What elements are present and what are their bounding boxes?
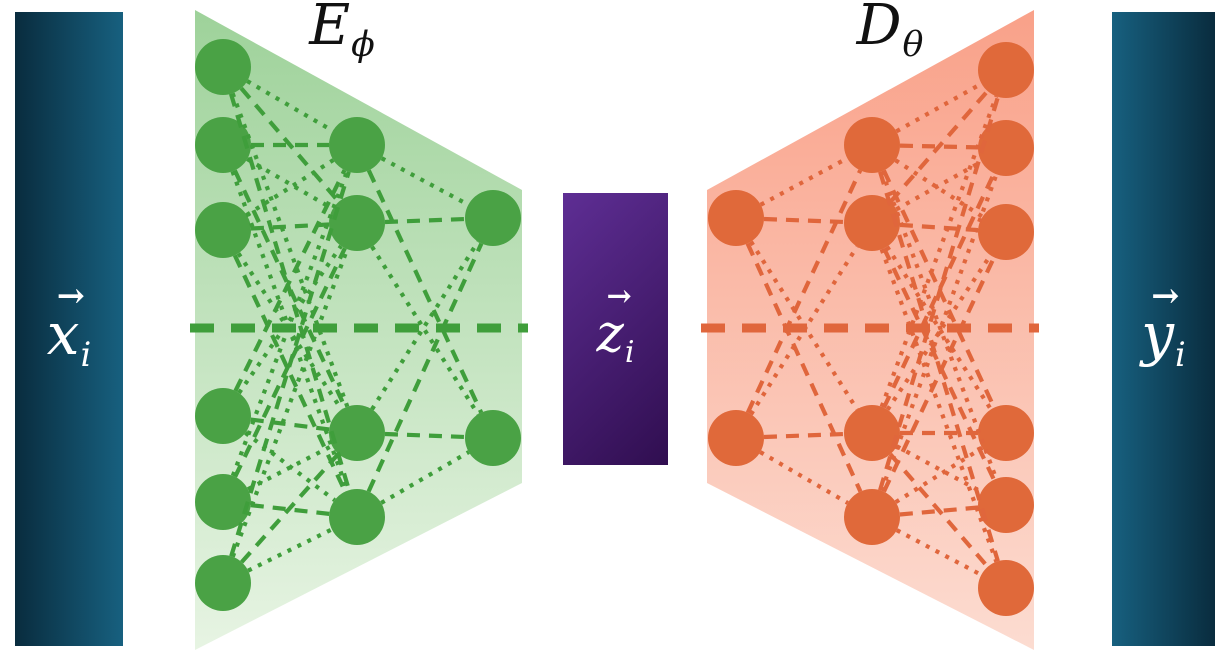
input-subscript: i bbox=[80, 334, 92, 374]
input-vector-label: →xi bbox=[46, 278, 92, 374]
encoder-connection-line bbox=[230, 170, 350, 492]
decoder-node bbox=[978, 204, 1034, 260]
encoder-connection-line bbox=[236, 252, 344, 411]
encoder-subscript: ϕ bbox=[351, 25, 375, 66]
input-vector-bar: →xi bbox=[15, 12, 123, 646]
encoder-connection-line bbox=[384, 431, 466, 440]
decoder-label: Dθ bbox=[820, 0, 960, 66]
vector-arrow: → bbox=[56, 274, 85, 315]
decoder-subscript: θ bbox=[902, 25, 924, 66]
output-vector-bar: →yi bbox=[1112, 12, 1215, 646]
encoder-node bbox=[195, 555, 251, 611]
encoder-node bbox=[195, 117, 251, 173]
decoder-connection-line bbox=[879, 95, 999, 408]
output-letter: y bbox=[1141, 299, 1174, 368]
decoder-connection-line bbox=[745, 169, 863, 414]
vector-arrow: → bbox=[1151, 274, 1179, 315]
encoder-node bbox=[329, 117, 385, 173]
decoder-letter: D bbox=[856, 0, 902, 58]
decoder-node bbox=[844, 405, 900, 461]
input-letter: x bbox=[46, 299, 80, 368]
latent-subscript: i bbox=[624, 334, 635, 370]
latent-vector-label: →zi bbox=[596, 281, 635, 370]
encoder-node bbox=[465, 410, 521, 466]
encoder-connection-line bbox=[240, 452, 340, 564]
output-vector-label: →yi bbox=[1141, 278, 1186, 374]
decoder-connection-line bbox=[895, 444, 983, 494]
decoder-node bbox=[978, 560, 1034, 616]
encoder-node bbox=[195, 474, 251, 530]
encoder-label: Eϕ bbox=[272, 0, 412, 66]
decoder-node bbox=[844, 195, 900, 251]
encoder-node bbox=[195, 388, 251, 444]
decoder-connection-line bbox=[888, 89, 990, 204]
decoder-connection-line bbox=[763, 431, 845, 440]
encoder-connection-line bbox=[370, 245, 480, 416]
decoder-node bbox=[844, 489, 900, 545]
vector-arrow: → bbox=[606, 279, 631, 315]
decoder-node bbox=[844, 117, 900, 173]
output-subscript: i bbox=[1175, 334, 1186, 374]
decoder-connection-line bbox=[745, 242, 863, 493]
decoder-connection-line bbox=[879, 173, 999, 492]
encoder-connection-line bbox=[370, 240, 480, 411]
decoder-connection-line bbox=[878, 96, 1000, 491]
encoder-node bbox=[195, 39, 251, 95]
encoder-node bbox=[195, 202, 251, 258]
decoder-connection-line bbox=[888, 452, 990, 569]
decoder-node bbox=[978, 120, 1034, 176]
encoder-connection-line bbox=[366, 242, 484, 493]
encoder-connection-line bbox=[239, 86, 341, 204]
encoder-connection-line bbox=[384, 216, 466, 225]
decoder-node bbox=[708, 410, 764, 466]
encoder-node bbox=[329, 405, 385, 461]
encoder-connection-line bbox=[233, 169, 347, 392]
decoder-connection-line bbox=[885, 254, 993, 411]
latent-letter: z bbox=[596, 304, 624, 365]
decoder-connection-line bbox=[878, 171, 1000, 562]
decoder-node bbox=[978, 405, 1034, 461]
encoder-node bbox=[329, 489, 385, 545]
encoder-connection-line bbox=[247, 527, 333, 573]
encoder-node bbox=[329, 195, 385, 251]
decoder-node bbox=[978, 42, 1034, 98]
encoder-connection-line bbox=[366, 169, 484, 414]
encoder-node bbox=[465, 190, 521, 246]
decoder-connection-line bbox=[763, 216, 845, 225]
latent-vector-box: →zi bbox=[563, 193, 668, 465]
encoder-letter: E bbox=[309, 0, 351, 58]
encoder-connection-line bbox=[246, 443, 334, 492]
decoder-node bbox=[708, 190, 764, 246]
decoder-connection-line bbox=[895, 528, 983, 577]
decoder-node bbox=[978, 477, 1034, 533]
encoder-connection-line bbox=[229, 171, 351, 557]
